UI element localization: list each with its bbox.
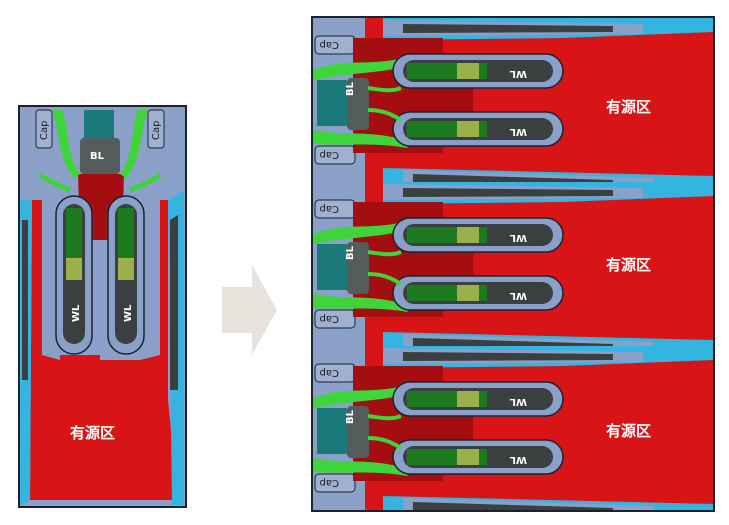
right-arrow-icon — [222, 265, 277, 355]
left-bitline-label: BL — [90, 151, 105, 162]
right-section-3: Cap Cap BL WL WL 有源区 — [320, 367, 651, 488]
s1-wordline-label-2: WL — [509, 126, 527, 137]
s3-cap-label-top: Cap — [320, 367, 339, 378]
s2-wordline-label-1: WL — [509, 232, 527, 243]
s1-cap-label-bottom: Cap — [320, 149, 339, 160]
s1-cap-label-top: Cap — [320, 39, 339, 50]
s2-cap-label-top: Cap — [320, 203, 339, 214]
right-section-2: Cap Cap BL WL WL 有源区 — [320, 203, 651, 324]
s1-active-region-label: 有源区 — [606, 98, 651, 116]
s1-bitline-label: BL — [345, 81, 356, 96]
left-active-region — [30, 200, 178, 500]
right-panel: Cap Cap BL WL WL 有源区 Cap Cap BL WL WL 有源… — [311, 16, 715, 512]
s3-cap-label-bottom: Cap — [320, 477, 339, 488]
s3-active-region-label: 有源区 — [606, 422, 651, 440]
left-wordline-label-2: WL — [123, 304, 134, 322]
s2-cap-label-bottom: Cap — [320, 313, 339, 324]
s3-bitline-label: BL — [345, 409, 356, 424]
right-section-1: Cap Cap BL WL WL 有源区 — [320, 39, 651, 160]
left-panel: Cap Cap BL WL WL 有源区 — [18, 105, 187, 508]
left-active-region-label: 有源区 — [70, 424, 115, 442]
left-cap-label-1: Cap — [39, 121, 50, 140]
s2-active-region-label: 有源区 — [606, 256, 651, 274]
s2-bitline-label: BL — [345, 245, 356, 260]
left-wordline-label-1: WL — [71, 304, 82, 322]
left-cap-label-2: Cap — [151, 121, 162, 140]
s2-wordline-label-2: WL — [509, 290, 527, 301]
s3-wordline-label-2: WL — [509, 454, 527, 465]
s3-wordline-label-1: WL — [509, 396, 527, 407]
s1-wordline-label-1: WL — [509, 68, 527, 79]
